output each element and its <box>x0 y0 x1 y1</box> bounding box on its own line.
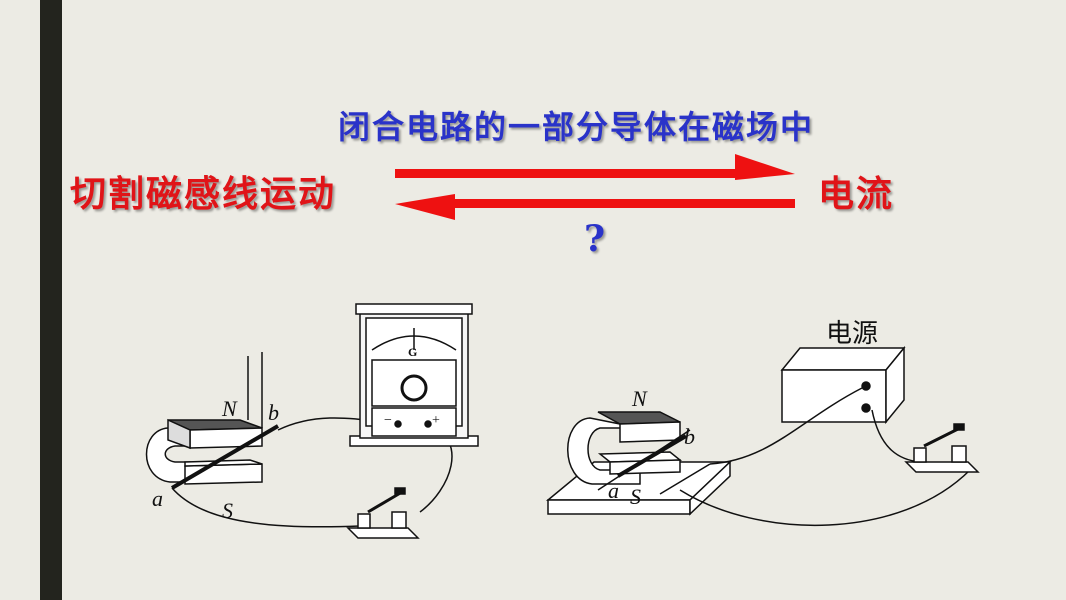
left-north-label: N <box>221 396 238 421</box>
right-rod-b-label: b <box>684 424 695 449</box>
right-wire-top <box>709 387 863 465</box>
current-label: 电流 <box>818 173 895 215</box>
right-south-label: S <box>630 484 641 509</box>
left-rod <box>170 424 280 490</box>
galvanometer <box>349 303 479 447</box>
forward-arrow <box>395 154 795 180</box>
galvanometer-plus: + <box>432 413 440 428</box>
galvanometer-symbol: G <box>408 345 417 359</box>
left-wire-bottom <box>171 487 361 528</box>
right-u-magnet <box>567 411 683 485</box>
question-mark: ? <box>584 218 606 260</box>
right-switch <box>904 423 980 473</box>
reverse-arrow <box>395 194 795 220</box>
right-wire-bottom <box>679 469 971 527</box>
slide-title: 闭合电路的一部分导体在磁场中 <box>338 108 815 146</box>
power-supply-label: 电源 <box>826 318 878 348</box>
power-supply <box>780 345 906 425</box>
left-switch <box>346 487 420 539</box>
right-rod-a-label: a <box>608 478 619 503</box>
galvanometer-minus: − <box>384 413 392 428</box>
motion-label: 切割磁感线运动 <box>70 173 337 215</box>
right-north-label: N <box>631 386 648 411</box>
left-south-label: S <box>222 498 233 523</box>
right-apparatus <box>545 345 980 527</box>
left-rod-b-label: b <box>268 400 279 425</box>
left-accent-bar <box>40 0 62 600</box>
left-rod-a-label: a <box>152 486 163 511</box>
right-rails <box>597 429 711 495</box>
left-u-magnet <box>145 352 263 485</box>
left-apparatus <box>145 303 479 539</box>
